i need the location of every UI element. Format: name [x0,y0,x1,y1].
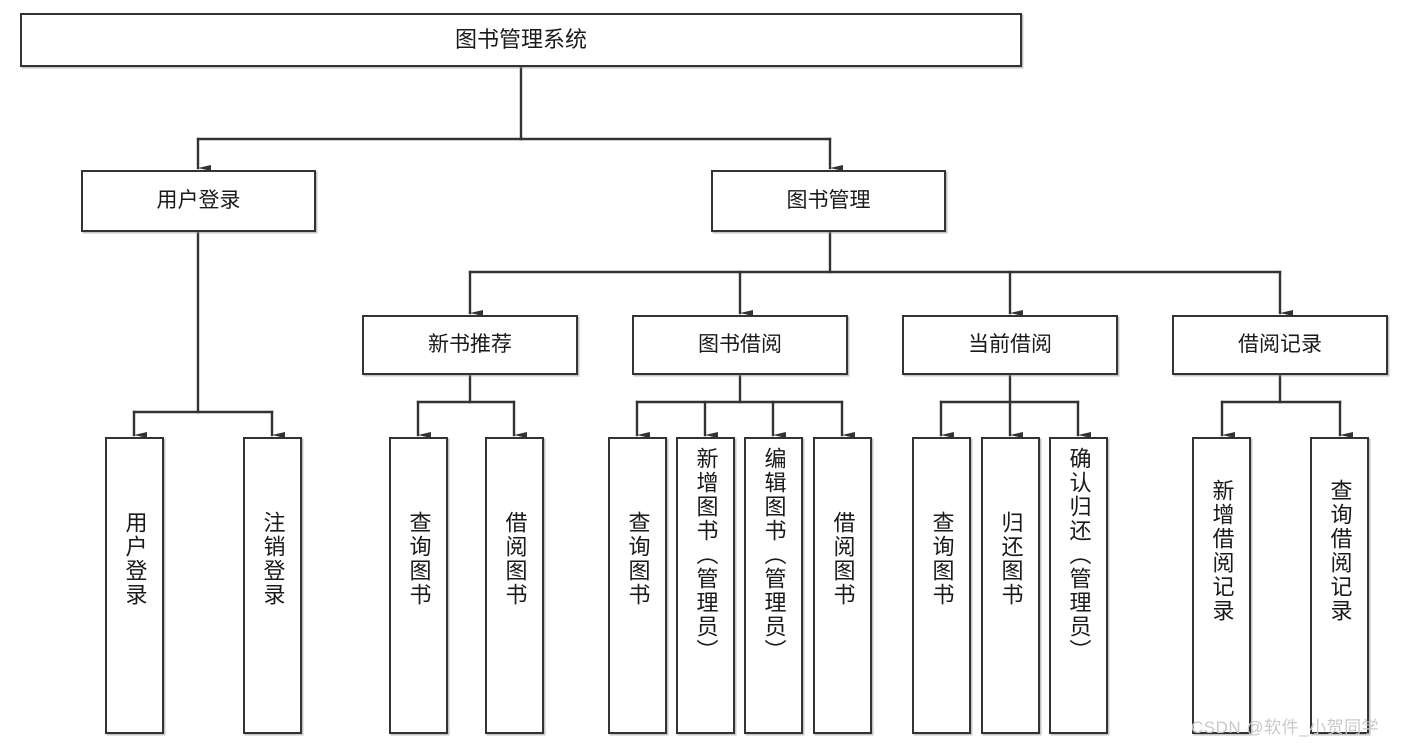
node-leaf-query-book-3[interactable]: 查询图书 [912,437,971,734]
node-leaf-query-record-label: 查询借阅记录 [1327,479,1353,623]
node-leaf-query-book-3-label: 查询图书 [929,511,955,607]
node-book-manage[interactable]: 图书管理 [711,170,946,232]
node-leaf-query-book-2[interactable]: 查询图书 [608,437,667,734]
node-leaf-borrow-book-2-label: 借阅图书 [830,511,856,607]
node-leaf-query-book-2-label: 查询图书 [625,511,651,607]
node-leaf-user-login[interactable]: 用户登录 [105,437,164,734]
node-leaf-confirm-return-label: 确认归还（管理员） [1066,447,1092,663]
node-leaf-query-record[interactable]: 查询借阅记录 [1310,437,1369,734]
node-leaf-query-book-1-label: 查询图书 [406,511,432,607]
node-leaf-query-book-1[interactable]: 查询图书 [389,437,448,734]
node-leaf-logout-login[interactable]: 注销登录 [243,437,302,734]
node-leaf-borrow-book-2[interactable]: 借阅图书 [813,437,872,734]
node-book-borrow[interactable]: 图书借阅 [632,315,848,375]
node-user-login-label: 用户登录 [156,188,241,212]
node-leaf-borrow-book-1[interactable]: 借阅图书 [485,437,544,734]
node-user-login[interactable]: 用户登录 [81,170,316,232]
node-leaf-add-record-label: 新增借阅记录 [1209,479,1235,623]
node-new-book-rec-label: 新书推荐 [428,332,512,356]
node-root[interactable]: 图书管理系统 [20,13,1022,67]
node-current-borrow[interactable]: 当前借阅 [902,315,1118,375]
node-current-borrow-label: 当前借阅 [968,332,1052,356]
node-leaf-return-book[interactable]: 归还图书 [981,437,1040,734]
node-leaf-borrow-book-1-label: 借阅图书 [502,511,528,607]
node-leaf-edit-book[interactable]: 编辑图书（管理员） [744,437,803,734]
node-new-book-rec[interactable]: 新书推荐 [362,315,578,375]
node-leaf-edit-book-label: 编辑图书（管理员） [761,447,787,663]
node-leaf-user-login-label: 用户登录 [122,511,148,607]
node-borrow-record-label: 借阅记录 [1238,332,1322,356]
node-leaf-return-book-label: 归还图书 [998,511,1024,607]
node-book-manage-label: 图书管理 [786,188,871,212]
node-leaf-add-book-label: 新增图书（管理员） [693,447,719,663]
node-borrow-record[interactable]: 借阅记录 [1172,315,1388,375]
node-leaf-add-book[interactable]: 新增图书（管理员） [676,437,735,734]
node-leaf-confirm-return[interactable]: 确认归还（管理员） [1049,437,1108,734]
node-root-label: 图书管理系统 [454,27,587,53]
csdn-watermark: CSDN @软件_小贺同学 [1191,718,1380,737]
node-leaf-add-record[interactable]: 新增借阅记录 [1192,437,1251,734]
node-leaf-logout-login-label: 注销登录 [260,511,286,607]
node-book-borrow-label: 图书借阅 [698,332,782,356]
